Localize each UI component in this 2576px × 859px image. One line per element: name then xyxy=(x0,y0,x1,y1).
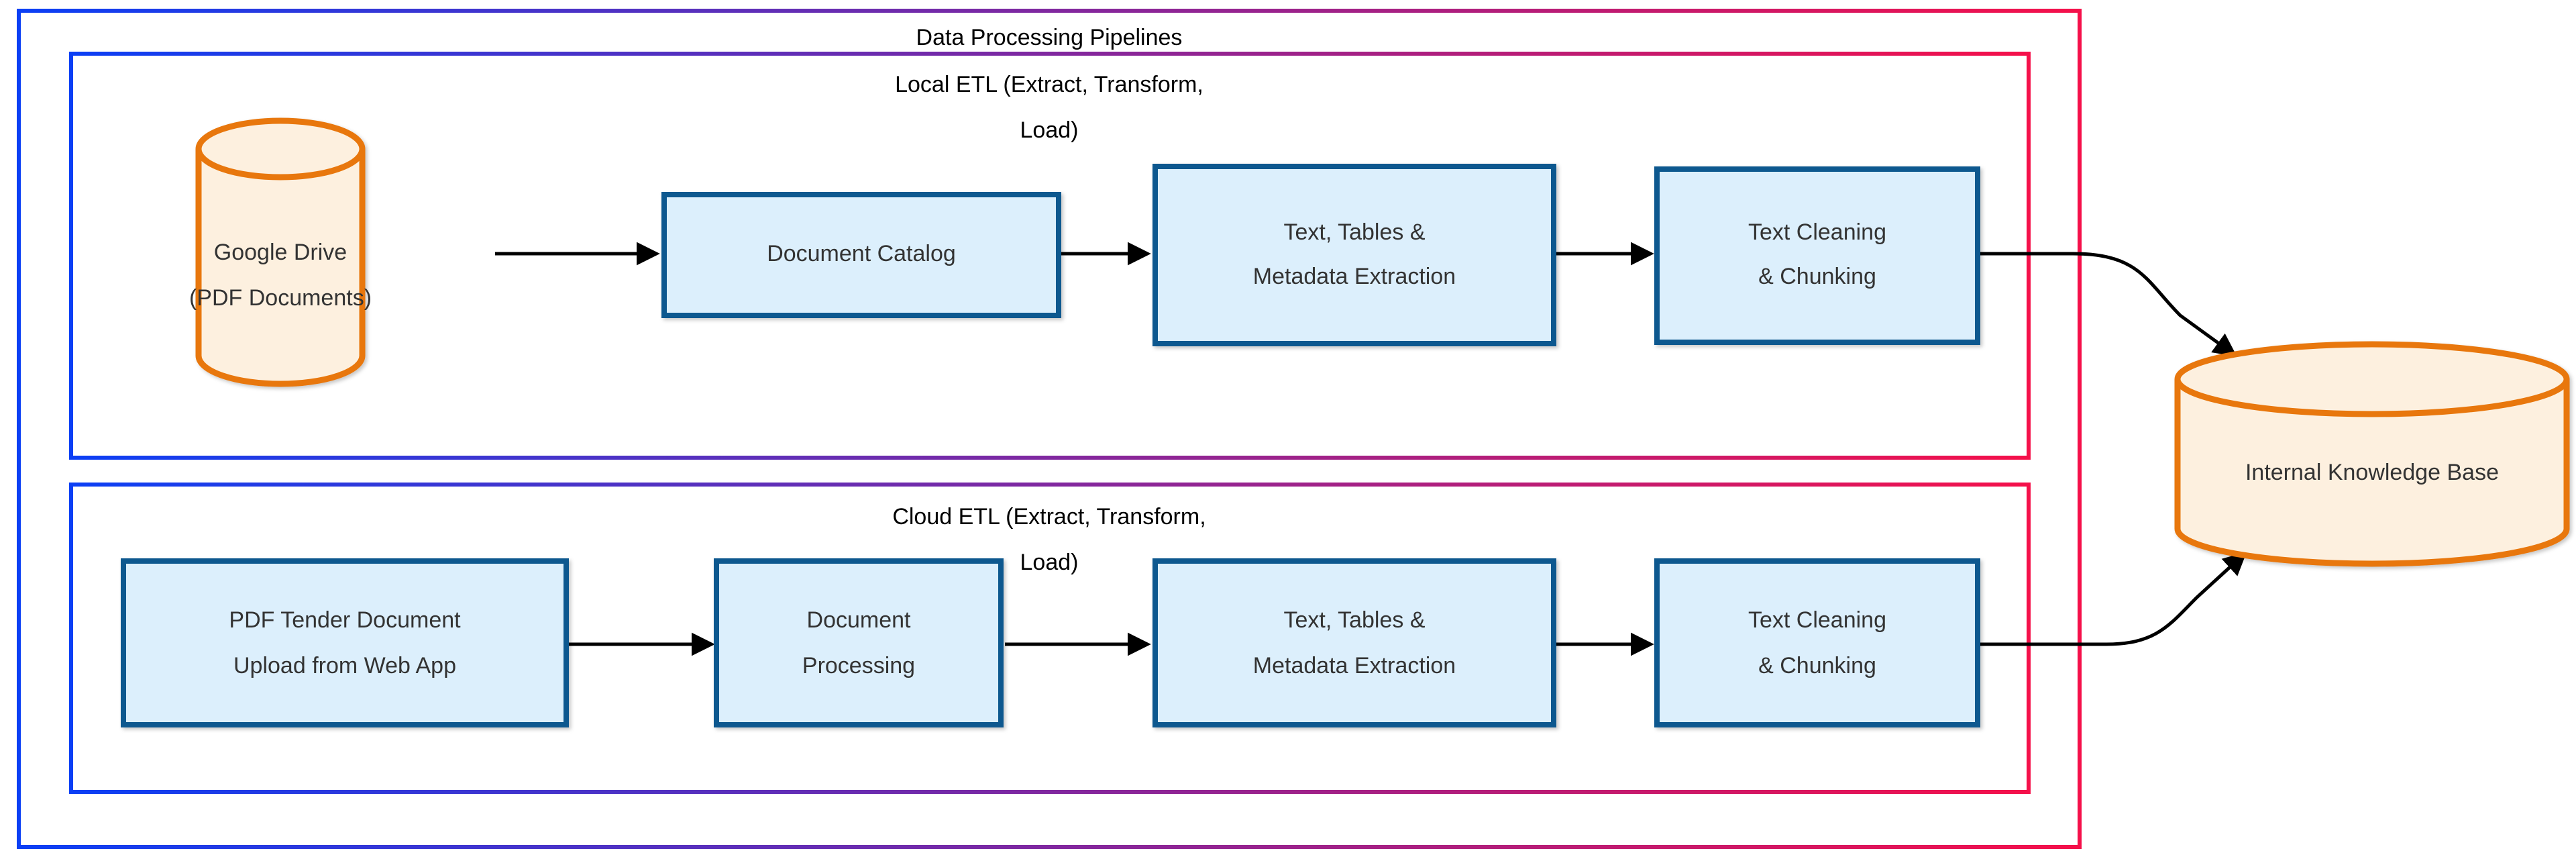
extraction-bottom-border xyxy=(1152,558,1556,727)
knowledge-base-body-fill xyxy=(2178,379,2567,564)
document-processing-label-group: Document Processing xyxy=(802,607,915,678)
document-processing-border xyxy=(714,558,1004,727)
pdf-upload-label-group: PDF Tender Document Upload from Web App xyxy=(229,607,461,678)
google-drive-label-group: Google Drive (PDF Documents) xyxy=(189,240,372,311)
node-extraction-bottom[interactable] xyxy=(1152,558,1556,727)
cleaning-bottom-label-line1: Text Cleaning xyxy=(1748,607,1886,633)
knowledge-base-body-stroke xyxy=(2174,379,2570,567)
google-drive-top-fill xyxy=(199,121,362,177)
extraction-bottom-label-line1: Text, Tables & xyxy=(1283,607,1425,633)
local-etl-container-border xyxy=(69,52,2031,460)
cleaning-top-label-group: Text Cleaning & Chunking xyxy=(1748,219,1886,289)
google-drive-body-stroke xyxy=(195,149,366,387)
knowledge-base-top-stroke xyxy=(2174,341,2570,417)
edge-cleaning-bottom-to-knowledge-base xyxy=(1978,552,2247,646)
group-local-etl: Local ETL (Extract, Transform, Load) xyxy=(69,52,2031,460)
document-processing-label-line1: Document xyxy=(807,607,912,633)
cloud-etl-edges xyxy=(569,552,2247,656)
node-extraction-top[interactable] xyxy=(1152,164,1556,346)
google-drive-label-line1: Google Drive xyxy=(214,240,347,265)
cleaning-top-fill xyxy=(1657,169,1978,342)
node-cleaning-top[interactable] xyxy=(1654,166,1980,345)
extraction-bottom-fill xyxy=(1155,561,1554,725)
knowledge-base-top-fill xyxy=(2178,344,2567,414)
cleaning-top-label-line1: Text Cleaning xyxy=(1748,219,1886,245)
local-etl-label-line2: Load) xyxy=(1020,117,1079,143)
document-processing-fill xyxy=(716,561,1001,725)
cleaning-bottom-label-line2: & Chunking xyxy=(1758,653,1876,678)
diagram-title: Data Processing Pipelines xyxy=(916,25,1183,50)
google-drive-top-stroke xyxy=(195,117,366,181)
document-catalog-label: Document Catalog xyxy=(767,241,956,266)
cleaning-top-label-line2: & Chunking xyxy=(1758,264,1876,289)
knowledge-base-label: Internal Knowledge Base xyxy=(2245,460,2499,485)
outer-container-border xyxy=(17,9,2082,849)
document-catalog-fill xyxy=(664,195,1059,315)
cleaning-bottom-border xyxy=(1654,558,1980,727)
node-document-catalog[interactable] xyxy=(661,192,1061,318)
pdf-upload-label-line1: PDF Tender Document xyxy=(229,607,461,633)
document-processing-label-line2: Processing xyxy=(802,653,915,678)
cloud-etl-label-line1: Cloud ETL (Extract, Transform, xyxy=(892,504,1205,529)
extraction-top-label-line2: Metadata Extraction xyxy=(1253,264,1456,289)
extraction-bottom-label-line2: Metadata Extraction xyxy=(1253,653,1456,678)
node-google-drive[interactable] xyxy=(195,117,366,387)
extraction-bottom-label-group: Text, Tables & Metadata Extraction xyxy=(1253,607,1456,678)
google-drive-label-line2: (PDF Documents) xyxy=(189,285,372,311)
node-cleaning-bottom[interactable] xyxy=(1654,558,1980,727)
extraction-top-label-group: Text, Tables & Metadata Extraction xyxy=(1253,219,1456,289)
pdf-upload-border xyxy=(121,558,569,727)
document-catalog-border xyxy=(661,192,1061,318)
node-pdf-upload[interactable] xyxy=(121,558,569,727)
extraction-top-label-line1: Text, Tables & xyxy=(1283,219,1425,245)
cloud-etl-label-line2: Load) xyxy=(1020,550,1079,575)
edge-cleaning-top-to-knowledge-base xyxy=(1978,252,2237,357)
extraction-top-border xyxy=(1152,164,1556,346)
extraction-top-fill xyxy=(1155,166,1554,344)
cloud-etl-container-border xyxy=(69,483,2031,794)
local-etl-edges xyxy=(495,242,2237,357)
cleaning-bottom-fill xyxy=(1657,561,1978,725)
outer-container-data-processing-pipelines: Data Processing Pipelines xyxy=(17,9,2082,849)
group-cloud-etl: Cloud ETL (Extract, Transform, Load) xyxy=(69,483,2031,794)
cleaning-top-border xyxy=(1654,166,1980,345)
cleaning-bottom-label-group: Text Cleaning & Chunking xyxy=(1748,607,1886,678)
pdf-upload-label-line2: Upload from Web App xyxy=(233,653,456,678)
node-document-processing[interactable] xyxy=(714,558,1004,727)
google-drive-body-fill xyxy=(199,149,362,384)
local-etl-label-line1: Local ETL (Extract, Transform, xyxy=(895,72,1203,97)
pdf-upload-fill xyxy=(123,561,566,725)
node-knowledge-base[interactable] xyxy=(2174,341,2570,567)
